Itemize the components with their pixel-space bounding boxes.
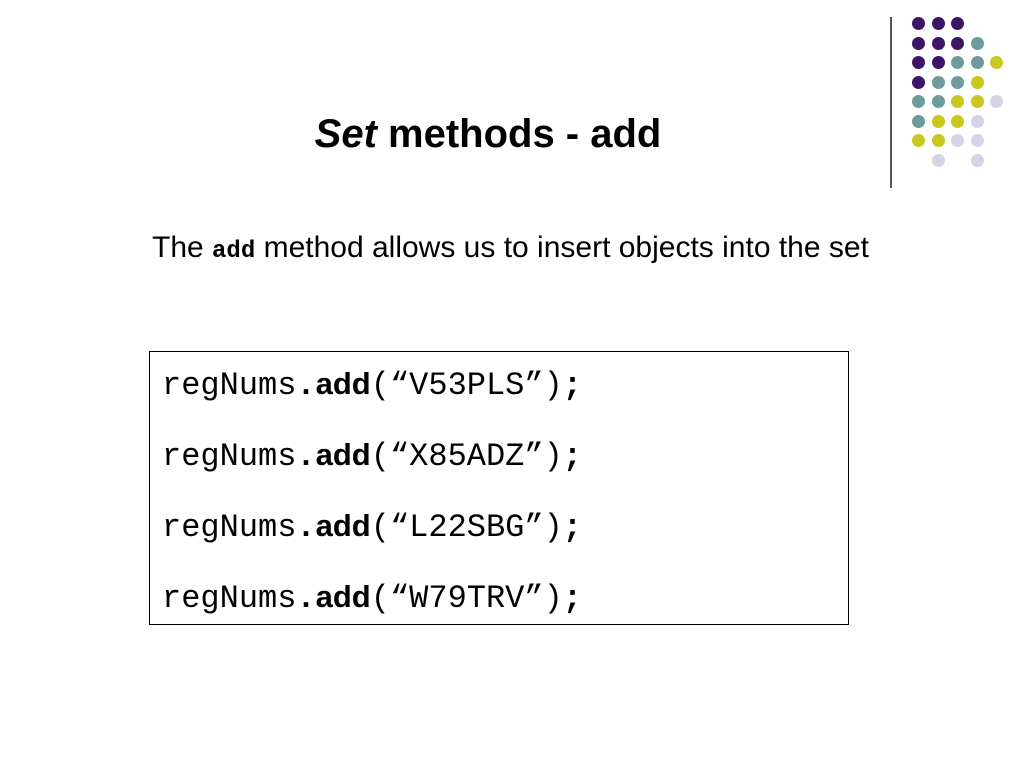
decorative-dot [970,75,984,89]
decorative-dot [970,134,984,147]
decorative-dot [970,56,984,69]
code-object: regNums [162,509,297,546]
code-object: regNums [162,438,297,475]
code-line: regNums.add(“X85ADZ”); [162,435,582,477]
decorative-dot [951,17,964,30]
description-before: The [152,231,213,264]
decorative-dot-grid [0,0,1024,200]
decorative-dot [912,36,925,50]
decorative-dot [951,95,964,108]
decorative-dot [990,95,1003,108]
decorative-dot [931,75,945,89]
code-dot: . [296,438,316,475]
decorative-dot [931,56,945,69]
code-object: regNums [162,367,297,404]
decorative-dot [912,56,925,69]
code-line: regNums.add(“V53PLS”); [162,364,582,406]
decorative-dot [931,134,945,147]
decorative-dot [970,36,984,50]
code-dot: . [296,580,316,617]
decorative-dot [951,134,964,147]
description-paragraph: The add method allows us to insert objec… [152,226,892,274]
code-method: add [315,366,371,401]
decorative-dot [990,56,1003,69]
code-args: (“L22SBG”) [370,509,563,546]
slide-title-rest: methods - add [376,112,662,156]
decorative-dot [970,153,984,167]
decorative-dot [951,36,964,50]
decorative-dot [970,95,984,108]
description-after: method allows us to insert objects into … [255,231,869,264]
code-object: regNums [162,580,297,617]
decorative-dot [912,75,925,89]
code-dot: . [296,367,316,404]
slide-title: Set methods - add [0,108,976,160]
code-dot: . [296,509,316,546]
decorative-dot [912,95,925,108]
decorative-dot [931,153,945,167]
code-semicolon: ; [562,509,582,546]
code-method: add [315,508,371,543]
code-semicolon: ; [562,438,582,475]
code-line: regNums.add(“L22SBG”); [162,506,582,548]
description-code: add [212,238,256,265]
slide-title-italic: Set [314,112,377,156]
decorative-dot [912,17,925,30]
code-method: add [315,437,371,472]
decorative-dot [970,114,984,128]
code-semicolon: ; [562,367,582,404]
decorative-dot [951,56,964,69]
code-args: (“V53PLS”) [370,367,563,404]
decorative-dot [931,36,945,50]
code-semicolon: ; [562,580,582,617]
decorative-dot [951,114,964,128]
decorative-dot [931,114,945,128]
code-box: regNums.add(“V53PLS”); regNums.add(“X85A… [149,351,849,625]
code-method: add [315,579,371,614]
decorative-dot [912,114,925,128]
decorative-dot [931,17,945,30]
code-line: regNums.add(“W79TRV”); [162,577,582,619]
decorative-dot [931,95,945,108]
decorative-dot [912,134,925,147]
vertical-divider [890,17,892,188]
code-args: (“X85ADZ”) [370,438,563,475]
code-args: (“W79TRV”) [370,580,563,617]
decorative-dot [951,75,964,89]
